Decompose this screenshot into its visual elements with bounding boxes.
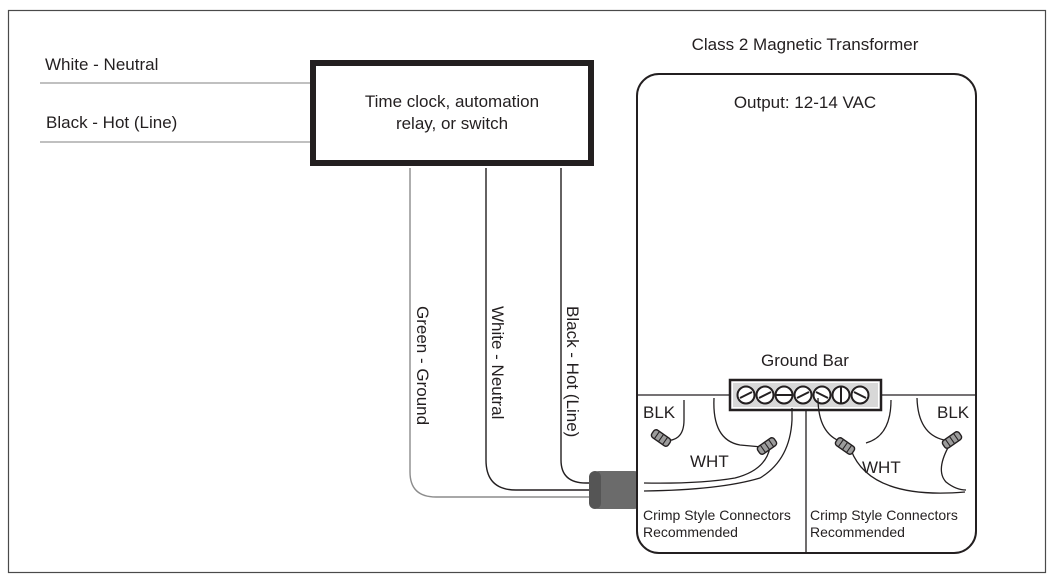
right-bay-note-line-2: Recommended (810, 524, 905, 540)
right-blk-label: BLK (937, 403, 970, 422)
right-bay-note-line-1: Crimp Style Connectors (810, 507, 958, 523)
right-wht-label: WHT (862, 458, 901, 477)
ground-bar: Ground Bar (728, 351, 883, 412)
ground-bar-label: Ground Bar (761, 351, 849, 370)
left-bay-note-line-1: Crimp Style Connectors (643, 507, 791, 523)
white-neutral-label: White - Neutral (488, 306, 507, 419)
left-wht-label: WHT (690, 452, 729, 471)
switch-box-line-2: relay, or switch (396, 114, 508, 133)
black-hot-wire (560, 168, 592, 484)
screw-terminal-icon (831, 385, 851, 405)
screw-terminal-icon (793, 385, 813, 405)
wire-connector-icon (834, 437, 856, 455)
white-neutral-wire (485, 168, 592, 491)
outer-frame (7, 9, 1047, 574)
connectors (650, 429, 963, 455)
screw-terminal-icon (774, 385, 794, 405)
cable-grommet-icon (589, 471, 644, 509)
left-blk-label: BLK (643, 403, 676, 422)
switch-box-frame (310, 60, 594, 166)
screw-row (736, 385, 870, 405)
right-bay-labels: BLK WHT Crimp Style Connectors Recommend… (810, 403, 970, 540)
vertical-wires: Green - Ground White - Neutral Black - H… (409, 168, 592, 498)
screw-terminal-icon (736, 385, 756, 405)
switch-box: Time clock, automation relay, or switch (310, 60, 594, 166)
left-bay-note-line-2: Recommended (643, 524, 738, 540)
screw-terminal-icon (812, 385, 832, 405)
incoming-neutral-label: White - Neutral (45, 55, 158, 74)
green-ground-label: Green - Ground (413, 306, 432, 425)
transformer-output: Output: 12-14 VAC (734, 93, 876, 112)
black-hot-label: Black - Hot (Line) (563, 306, 582, 437)
transformer-title: Class 2 Magnetic Transformer (692, 35, 919, 54)
screw-terminal-icon (755, 385, 775, 405)
green-ground-wire (409, 168, 592, 498)
wire-connector-icon (756, 437, 778, 455)
left-bay-labels: BLK WHT Crimp Style Connectors Recommend… (643, 403, 791, 540)
wire-connector-icon (650, 429, 672, 447)
switch-box-line-1: Time clock, automation (365, 92, 539, 111)
incoming-hot-label: Black - Hot (Line) (46, 113, 177, 132)
wire-connector-icon (941, 431, 963, 449)
incoming-wires: White - Neutral Black - Hot (Line) (40, 55, 312, 143)
screw-terminal-icon (850, 385, 870, 405)
right-bay-wires (817, 397, 967, 494)
transformer-housing: Output: 12-14 VAC (636, 73, 977, 554)
